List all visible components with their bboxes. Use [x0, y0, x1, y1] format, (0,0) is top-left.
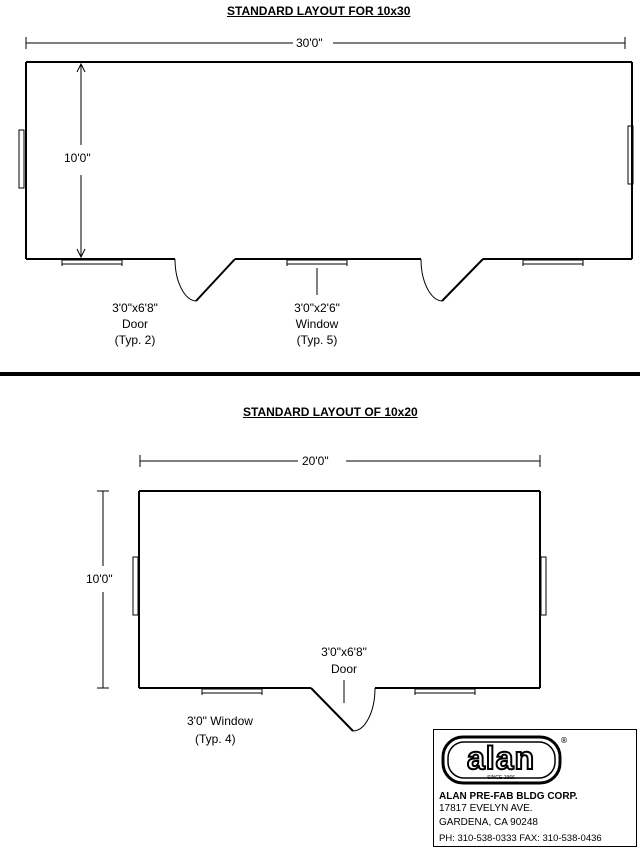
side-window-left-10x20 — [132, 556, 139, 616]
door-10x20 — [310, 680, 376, 732]
bottom-window-2-10x30 — [286, 258, 348, 266]
width-dimension-label-10x30: 10'0" — [64, 151, 91, 165]
company-phone-fax: PH: 310-538-0333 FAX: 310-538-0436 — [439, 833, 602, 844]
plan-10x20 — [97, 455, 547, 732]
registered-mark-icon: ® — [560, 736, 568, 745]
title-10x30: STANDARD LAYOUT FOR 10x30 — [227, 4, 411, 18]
bottom-window-1-10x30 — [61, 258, 123, 266]
door-size-label: 3'0"x6'8" — [321, 645, 367, 659]
company-name: ALAN PRE-FAB BLDG CORP. — [439, 791, 578, 802]
width-dimension-line-10x20 — [97, 490, 109, 689]
door-name-label: Door — [121, 317, 148, 331]
logo-since: SINCE 1966 — [487, 775, 515, 781]
company-address-line1: 17817 EVELYN AVE. — [439, 803, 533, 814]
logo-outer-frame — [441, 735, 562, 785]
window-typ-label: (Typ. 4) — [195, 732, 236, 746]
plan-10x30 — [18, 37, 634, 302]
side-window-left-10x30 — [18, 129, 25, 189]
building-outline-10x30 — [25, 61, 633, 260]
length-dimension-line-10x20 — [139, 455, 541, 467]
window-callout-10x20: 3'0" Window (Typ. 4) — [187, 714, 253, 746]
window-size-label: 3'0"x2'6" — [294, 301, 340, 315]
door-callout-10x20: 3'0"x6'8" Door — [308, 645, 380, 676]
door-typ-label: (Typ. 2) — [114, 333, 156, 347]
logo-inner-frame — [447, 741, 556, 779]
window-callout-10x30: 3'0"x2'6" Window (Typ. 5) — [281, 301, 353, 347]
logo-wordmark: alan — [467, 740, 535, 776]
section-divider — [0, 372, 640, 376]
side-window-right-10x30 — [627, 125, 634, 185]
door-1-10x30 — [174, 258, 236, 302]
width-dimension-line-10x30 — [76, 62, 86, 259]
company-address-line2: GARDENA, CA 90248 — [439, 817, 538, 828]
title-10x20: STANDARD LAYOUT OF 10x20 — [243, 405, 418, 419]
side-window-right-10x20 — [540, 556, 547, 616]
door-2-10x30 — [420, 258, 484, 302]
company-title-block: alan SINCE 1966 ® ALAN PRE-FAB BLDG CORP… — [433, 729, 637, 847]
bottom-window-2-10x20 — [414, 687, 476, 695]
window-size-label: 3'0" Window — [187, 714, 253, 728]
company-logo: alan SINCE 1966 ® — [441, 735, 568, 785]
window-name-label: Window — [295, 317, 339, 331]
door-callout-10x30: 3'0"x6'8" Door (Typ. 2) — [100, 301, 170, 347]
length-dimension-label-10x20: 20'0" — [302, 454, 329, 468]
bottom-window-1-10x20 — [201, 687, 263, 695]
building-outline-10x20 — [138, 490, 541, 689]
bottom-window-3-10x30 — [522, 258, 584, 266]
length-dimension-line-10x30 — [25, 37, 626, 49]
width-dimension-label-10x20: 10'0" — [86, 572, 113, 586]
door-size-label: 3'0"x6'8" — [112, 301, 158, 315]
window-typ-label: (Typ. 5) — [296, 333, 338, 347]
door-name-label: Door — [330, 662, 357, 676]
length-dimension-label-10x30: 30'0" — [296, 36, 323, 50]
